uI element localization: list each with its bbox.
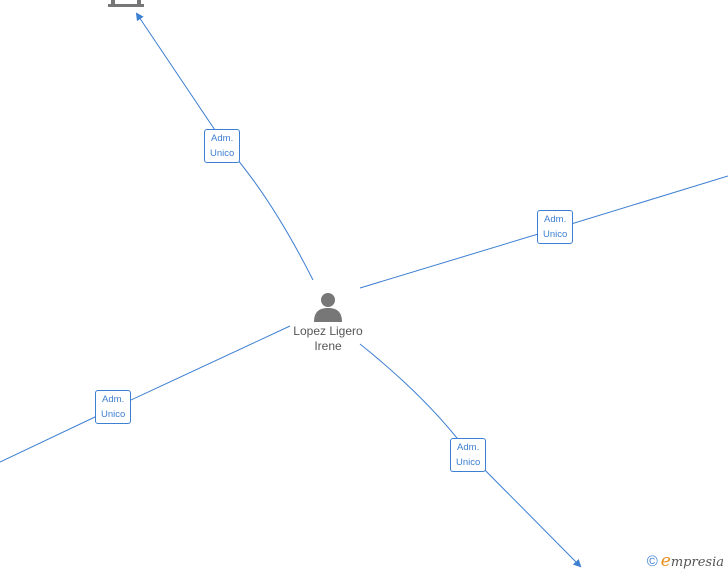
- relation-label-top[interactable]: Adm. Unico: [204, 129, 241, 163]
- relation-label-line2: Unico: [210, 148, 235, 159]
- relation-label-left[interactable]: Adm. Unico: [95, 390, 132, 424]
- relation-label-line1: Adm.: [457, 442, 480, 453]
- brand-logo-text: mpresia: [670, 555, 724, 570]
- relation-label-line2: Unico: [101, 409, 126, 420]
- person-name-line2: Irene: [314, 339, 342, 353]
- person-icon: [314, 293, 342, 322]
- person-node[interactable]: Lopez Ligero Irene: [280, 292, 376, 354]
- relation-label-line2: Unico: [456, 457, 481, 468]
- person-name-line1: Lopez Ligero: [293, 324, 363, 338]
- relation-label-bottom[interactable]: Adm. Unico: [450, 438, 487, 472]
- relation-label-line1: Adm.: [544, 214, 567, 225]
- relation-label-line2: Unico: [543, 229, 568, 240]
- brand-footer: ©empresia: [647, 551, 724, 571]
- brand-logo-initial: e: [660, 551, 671, 571]
- edge-left: [0, 325, 291, 463]
- copyright-symbol: ©: [646, 553, 658, 570]
- relation-label-line1: Adm.: [211, 133, 234, 144]
- building-icon[interactable]: [108, 0, 144, 8]
- relation-label-right[interactable]: Adm. Unico: [537, 210, 574, 244]
- relation-label-line1: Adm.: [102, 394, 125, 405]
